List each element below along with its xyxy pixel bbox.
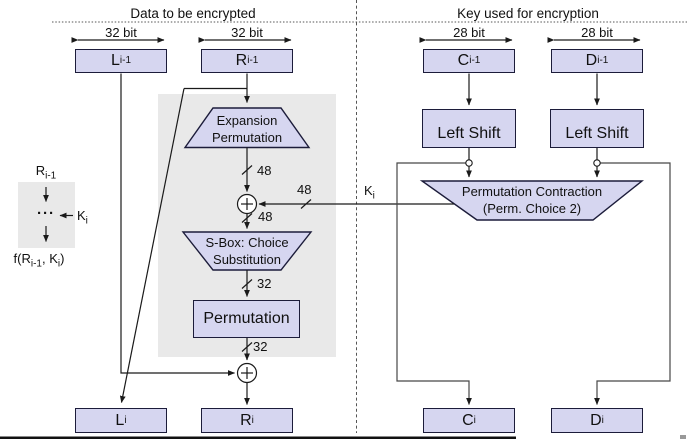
legend-input-base: R — [35, 163, 46, 178]
perm-contraction-line2: (Perm. Choice 2) — [482, 200, 582, 216]
bus-label-48-xor: 48 — [258, 209, 273, 224]
legend-output-s1: i-1 — [30, 258, 42, 270]
subkey-base: K — [364, 183, 373, 198]
legend-input-sub: i-1 — [45, 170, 57, 182]
bit-width-label-c: 28 bit — [453, 25, 485, 40]
left-shift-label-d: Left Shift — [565, 125, 629, 142]
legend-key-base: K — [77, 208, 86, 223]
register-r-prev-base: R — [235, 52, 248, 69]
sbox-line1: S-Box: Choice — [205, 235, 289, 250]
header-key-section: Key used for encryption — [457, 6, 599, 21]
register-c-prev-base: C — [457, 52, 470, 69]
wire-loop-to-dnext — [594, 162, 671, 405]
left-shift-box-c: Left Shift — [422, 109, 516, 148]
slash-32-perm — [241, 342, 253, 352]
register-c-next-base: C — [462, 411, 474, 429]
junction-node-d — [593, 159, 601, 167]
bus-label-48-expansion: 48 — [257, 163, 272, 178]
xor-icon-output — [236, 362, 258, 384]
legend-output-label: f(Ri-1, Ki) — [0, 251, 78, 269]
permutation-box: Permutation — [193, 300, 300, 338]
bit-width-label-r: 32 bit — [231, 25, 263, 40]
header-data-section: Data to be encrypted — [130, 6, 256, 21]
wires — [119, 73, 671, 405]
sbox-line2: Substitution — [213, 252, 281, 267]
bottom-right-speck — [680, 435, 686, 439]
subkey-sub: i — [372, 190, 375, 202]
expansion-line2: Permutation — [211, 130, 283, 145]
slash-48-expansion — [241, 165, 253, 175]
wire-rprev-to-lnext — [119, 88, 185, 403]
expansion-permutation-label: Expansion Permutation — [186, 112, 308, 146]
legend-output-p2: , K — [41, 251, 58, 266]
register-d-prev-base: D — [585, 52, 598, 69]
left-shift-label-c: Left Shift — [437, 125, 501, 142]
sbox-trapezoid — [181, 231, 313, 271]
legend-key-sub: i — [85, 215, 88, 227]
bit-width-label-d: 28 bit — [581, 25, 613, 40]
slash-48-xor — [241, 213, 253, 223]
register-d-next-base: D — [590, 411, 602, 429]
legend-output-s2: i — [57, 258, 61, 270]
permutation-label: Permutation — [203, 310, 290, 327]
left-shift-box-d: Left Shift — [550, 109, 644, 148]
register-l-next-base: L — [115, 411, 125, 429]
xor-icon-main — [236, 193, 258, 215]
junction-node-c — [465, 159, 473, 167]
bus-width-slashes — [241, 165, 312, 352]
legend-arrows — [43, 187, 73, 242]
legend-input-label: Ri-1 — [16, 163, 76, 181]
legend-key-label: Ki — [77, 208, 88, 226]
bit-width-label-l: 32 bit — [105, 25, 137, 40]
expansion-line1: Expansion — [216, 113, 278, 128]
legend-dots: ··· — [37, 205, 55, 222]
bus-label-32-perm: 32 — [253, 339, 268, 354]
subkey-label: Ki — [364, 183, 375, 201]
perm-contraction-trapezoid — [419, 180, 645, 221]
bus-label-32-sbox: 32 — [257, 276, 272, 291]
register-l-prev-base: L — [110, 52, 120, 69]
slash-48-key — [300, 199, 312, 209]
register-r-next-base: R — [240, 411, 252, 429]
perm-contraction-line1: Permutation Contraction — [461, 184, 603, 199]
sbox-label: S-Box: Choice Substitution — [184, 234, 310, 268]
legend-output-p1: f(R — [13, 251, 31, 266]
perm-contraction-label: Permutation Contraction (Perm. Choice 2) — [432, 184, 632, 217]
bus-label-48-key: 48 — [297, 182, 312, 197]
slash-32-sbox — [241, 279, 253, 289]
wire-lprev-to-xor — [120, 73, 235, 376]
bottom-bar — [0, 436, 516, 439]
legend-output-p3: ) — [60, 251, 65, 266]
expansion-permutation-trapezoid — [183, 107, 311, 149]
wire-loop-to-cnext — [396, 162, 472, 405]
